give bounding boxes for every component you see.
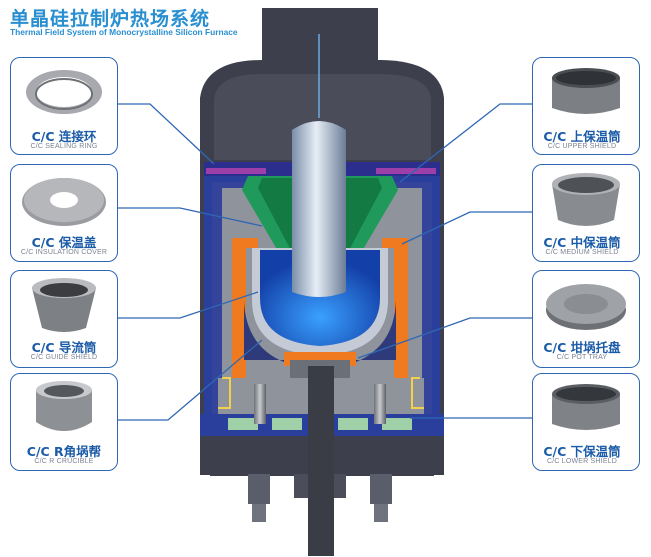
part-label: C/C 导流筒 xyxy=(31,340,97,355)
medium-shield-icon xyxy=(552,173,620,226)
part-sub: C/C R CRUCIBLE xyxy=(34,458,94,465)
part-label: C/C 坩埚托盘 xyxy=(543,340,621,355)
part-label: C/C 连接环 xyxy=(31,129,97,144)
sealing-ring-icon xyxy=(26,70,102,114)
part-sub: C/C LOWER SHIELD xyxy=(546,458,618,465)
guide-shield-icon xyxy=(32,278,96,332)
pot-tray-icon xyxy=(546,284,626,330)
page-title: 单晶硅拉制炉热场系统 xyxy=(10,8,211,30)
lower-shield-icon xyxy=(552,384,620,430)
part-label: C/C 保温盖 xyxy=(31,235,97,250)
melt xyxy=(260,250,380,346)
part-sub: C/C UPPER SHIELD xyxy=(547,143,617,150)
upper-shield-icon xyxy=(552,68,620,114)
r-crucible-icon xyxy=(36,381,92,431)
part-sub: C/C POT TRAY xyxy=(556,354,608,361)
insulation-cover-icon xyxy=(22,178,106,226)
part-label: C/C 上保温筒 xyxy=(543,129,621,144)
heater xyxy=(232,238,408,402)
part-label: C/C 中保温筒 xyxy=(543,235,621,250)
leader-lines xyxy=(118,103,532,421)
part-sub: C/C SEALING RING xyxy=(30,143,98,150)
main-shaft xyxy=(308,366,334,556)
part-sub: C/C MEDIUM SHIELD xyxy=(545,249,619,256)
part-sub: C/C INSULATION COVER xyxy=(20,249,108,256)
crystal-ingot xyxy=(292,121,346,297)
page-subtitle: Thermal Field System of Monocrystalline … xyxy=(10,27,238,37)
part-sub: C/C GUIDE SHIELD xyxy=(30,354,98,361)
part-label: C/C 下保温筒 xyxy=(543,444,621,459)
part-label: C/C R角埚帮 xyxy=(26,444,102,459)
